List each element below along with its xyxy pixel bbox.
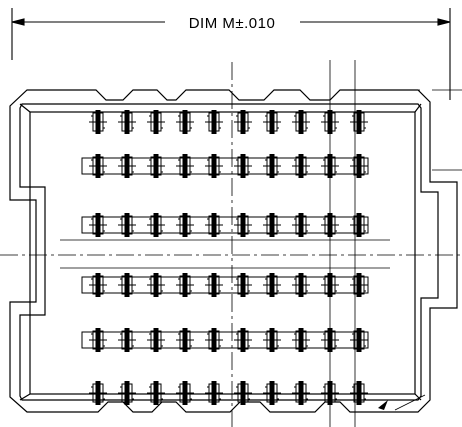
pin [234,273,252,297]
pin [263,381,281,405]
pin [350,213,368,237]
pin [263,273,281,297]
pin [321,213,339,237]
connector-outline [9,89,458,413]
pin [263,110,281,134]
pin [263,154,281,178]
pin [147,154,165,178]
pin [147,328,165,352]
pin [292,273,310,297]
pin [205,154,223,178]
pin [234,381,252,405]
pin [350,273,368,297]
pin [118,381,136,405]
pin [234,328,252,352]
pin [147,213,165,237]
pin [89,381,107,405]
pin [321,154,339,178]
pin [205,328,223,352]
pin [118,328,136,352]
pin [321,273,339,297]
center-lines [0,60,462,427]
pin [292,213,310,237]
pin [89,328,107,352]
leader-arrow [378,400,388,410]
pin [176,328,194,352]
pin [263,328,281,352]
pin [147,381,165,405]
pin [350,110,368,134]
pin [263,213,281,237]
pin [205,213,223,237]
pin [205,273,223,297]
pin [350,381,368,405]
pin [147,110,165,134]
pin-row [81,328,369,352]
pin [321,110,339,134]
pin [292,154,310,178]
pin [234,110,252,134]
pin-row-bottom-edge [89,381,368,405]
pin [118,273,136,297]
pin [205,381,223,405]
dimension-label: DIM M±.010 [189,15,276,32]
pin [118,154,136,178]
pin [321,381,339,405]
pin-row-top-edge [89,110,368,134]
pin-row [81,213,369,237]
pin [292,381,310,405]
pin [89,213,107,237]
pin [350,328,368,352]
pin-row [81,154,369,178]
pin [89,110,107,134]
pin [205,110,223,134]
pin [292,110,310,134]
pin [321,328,339,352]
pin [118,110,136,134]
pin [292,328,310,352]
pin [176,110,194,134]
pin [234,213,252,237]
pin [176,213,194,237]
pin [118,213,136,237]
pin [176,154,194,178]
pin-row [81,273,369,297]
pin [350,154,368,178]
pin [176,273,194,297]
pin-field [81,110,369,405]
dimension-line [11,8,451,100]
pin [234,154,252,178]
pin [89,273,107,297]
pin [176,381,194,405]
pin [89,154,107,178]
pin [147,273,165,297]
